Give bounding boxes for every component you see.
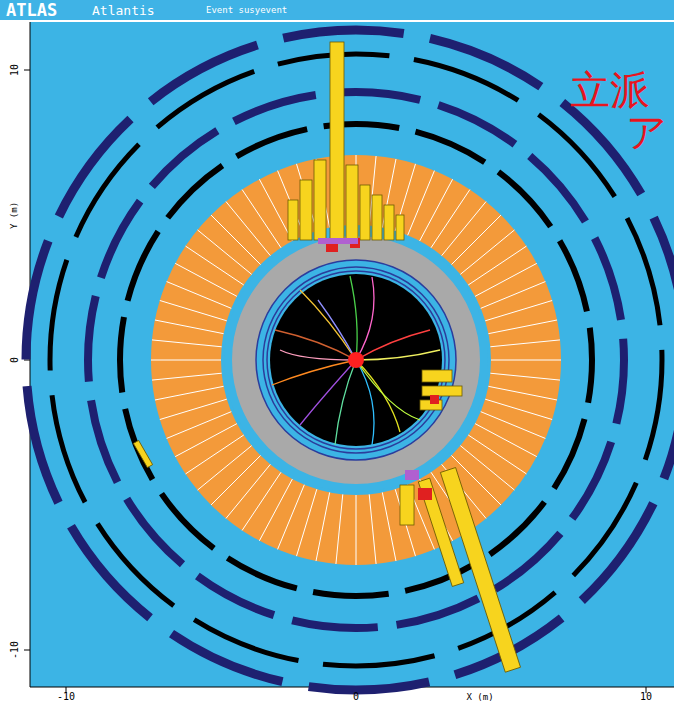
calorimeter-ring	[186, 190, 526, 530]
muon-chambers	[26, 30, 674, 690]
header-event: Event susyevent	[206, 6, 287, 15]
axis-value: 10	[10, 64, 20, 76]
em-clusters	[318, 238, 419, 480]
header-title: ATLAS	[6, 2, 57, 19]
axis-value: 10	[640, 692, 652, 702]
axis-title: X (m)	[466, 693, 493, 702]
axis-value: 0	[353, 692, 359, 702]
muon-chamber-ring	[120, 124, 592, 596]
interaction-vertex	[348, 352, 364, 368]
axis-value: -10	[57, 692, 75, 702]
axis-title: Y (m)	[11, 201, 20, 228]
energy-deposits	[326, 238, 439, 500]
overlay-text: ア	[626, 112, 667, 152]
tracker-rings	[256, 260, 456, 460]
header-rule	[0, 20, 674, 22]
axis-value: 0	[10, 357, 20, 363]
muon-chamber-ring	[50, 54, 662, 666]
inner-detector	[270, 274, 442, 446]
axis-strip	[0, 22, 30, 708]
axis-value: -10	[10, 641, 20, 659]
tracks	[272, 276, 440, 445]
solenoid-gap	[259, 263, 453, 457]
muon-chamber-ring	[26, 30, 674, 690]
gap-ring	[228, 232, 484, 488]
energy-towers	[133, 42, 520, 672]
calorimeter-cells	[151, 155, 561, 565]
overlay-text: 立派	[570, 70, 650, 110]
header-bar	[0, 0, 674, 20]
muon-chamber-ring	[88, 92, 624, 628]
em-calorimeter	[244, 248, 468, 472]
header-program: Atlantis	[92, 4, 155, 17]
